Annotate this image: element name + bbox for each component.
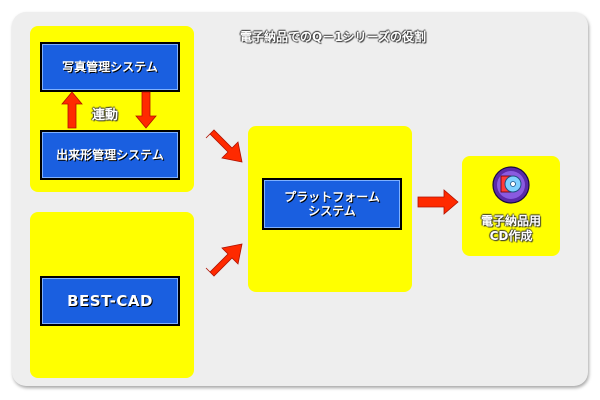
cd-label-line1: 電子納品用 <box>480 214 541 228</box>
link-down-arrow <box>135 91 157 129</box>
cd-creation-label: 電子納品用 CD作成 <box>462 214 560 244</box>
survey-management-system-box: 出来形管理システム <box>40 130 180 180</box>
photo-management-system-box: 写真管理システム <box>40 42 180 92</box>
flow-arrow-upper-to-platform <box>205 129 243 163</box>
link-up-arrow <box>61 91 83 129</box>
cd-label-line2: CD作成 <box>489 229 533 243</box>
diagram-title: 電子納品でのQ－1シリーズの役割 <box>240 30 426 44</box>
cd-disc-icon <box>492 166 530 204</box>
link-label: 連動 <box>92 108 119 123</box>
best-cad-box: BEST-CAD <box>40 276 180 326</box>
platform-system-box: プラットフォーム システム <box>262 178 402 230</box>
platform-label-line2: システム <box>308 204 356 218</box>
flow-arrow-platform-to-cd <box>417 189 459 215</box>
flow-arrow-cad-to-platform <box>205 243 243 277</box>
platform-label-line1: プラットフォーム <box>284 190 380 204</box>
